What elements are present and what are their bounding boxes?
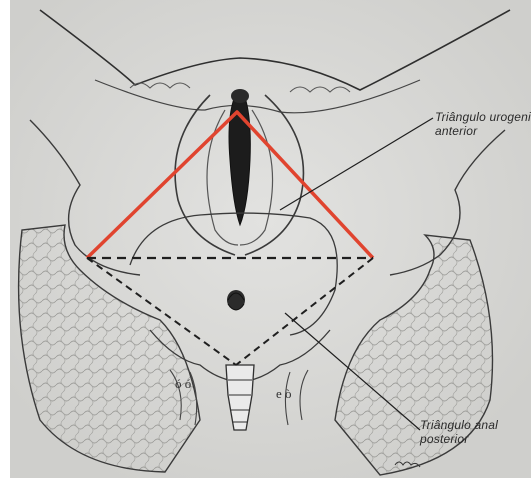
sacral-marks-right: e ò — [276, 386, 292, 401]
label-posterior-line1: Triângulo anal — [420, 418, 528, 432]
clitoris — [231, 89, 249, 103]
label-urogenital-triangle: Triângulo urogenital anterior — [435, 110, 531, 138]
label-anterior-line2: anterior — [435, 124, 531, 138]
white-bottom-margin — [0, 478, 531, 487]
label-posterior-line2: posterior — [420, 432, 528, 446]
label-anterior-line1: Triângulo urogenital — [435, 110, 531, 124]
label-anal-triangle: Triângulo anal posterior — [420, 418, 528, 446]
sacral-marks-left: ó ó — [175, 376, 191, 391]
white-left-margin — [0, 0, 10, 487]
